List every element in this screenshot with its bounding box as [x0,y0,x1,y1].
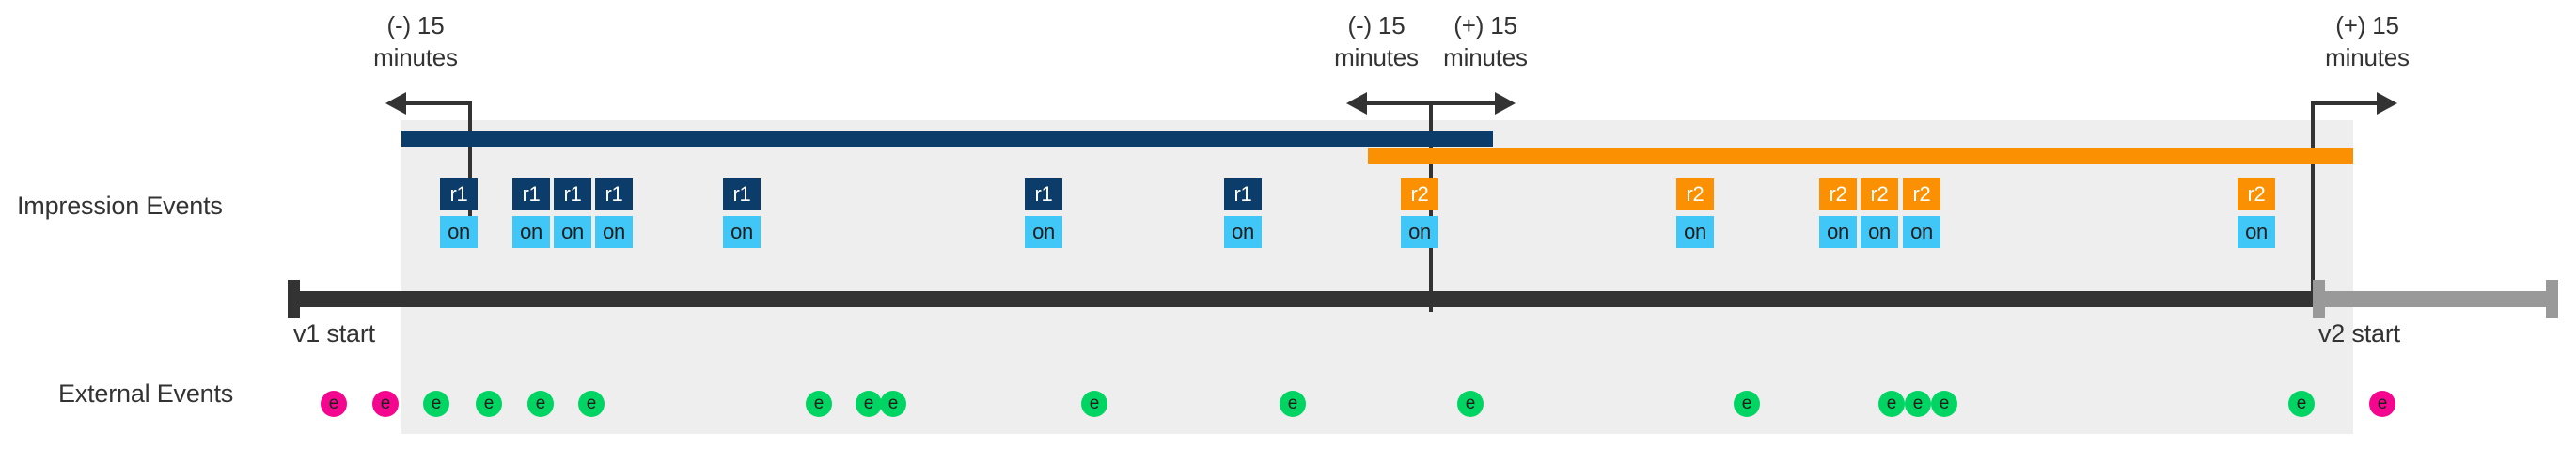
annotation-line2: minutes [2325,43,2410,71]
annotation-arrow-head [385,92,406,115]
range-bar-v1-attribution-window [401,131,1493,147]
annotation-arrow-head [1346,92,1367,115]
annotation-minus-15-left: (-) 15 minutes [312,9,519,73]
timeline-v1-cap [288,280,300,318]
external-event-dot: e [2288,391,2315,417]
external-event-dot: e [2369,391,2395,417]
external-event-dot: e [321,391,347,417]
impression-badge-variant: r1 [595,178,633,210]
tick-line-v2-start-line [2311,101,2315,293]
external-event-dot: e [1878,391,1905,417]
impression-badge-variant: r2 [1819,178,1857,210]
annotation-line2: minutes [1334,43,1419,71]
timeline-v2-cap [2546,280,2558,318]
impression-badge-state: on [1903,216,1940,248]
external-event-dot: e [1905,391,1931,417]
external-event-dot: e [880,391,906,417]
annotation-line1: (-) 15 [1347,11,1406,39]
external-event-dot: e [1280,391,1306,417]
timeline-v2-bar [2313,291,2558,307]
experiment-window-band [401,120,2353,434]
external-event-dot: e [423,391,449,417]
impression-badge-state: on [1025,216,1062,248]
external-event-dot: e [1081,391,1107,417]
impression-badge-variant: r2 [1861,178,1898,210]
annotation-plus-15-right: (+) 15 minutes [2264,9,2471,73]
tick-line-v1-window-start-tick [468,101,472,246]
impression-badge-state: on [1861,216,1898,248]
row-label-impression-events: Impression Events [17,192,223,220]
annotation-line2: minutes [373,43,458,71]
annotation-line1: (+) 15 [1453,11,1517,39]
impression-badge-variant: r1 [1025,178,1062,210]
external-event-dot: e [476,391,502,417]
impression-badge-variant: r1 [440,178,478,210]
impression-badge-variant: r1 [1224,178,1262,210]
impression-badge-variant: r2 [1401,178,1438,210]
row-label-external-events: External Events [58,379,234,408]
annotation-arrow-head [2377,92,2397,115]
impression-badge-state: on [1401,216,1438,248]
external-event-dot: e [578,391,605,417]
impression-badge-state: on [512,216,550,248]
timeline-v1-label: v1 start [293,319,375,348]
impression-badge-state: on [440,216,478,248]
annotation-leader-line [1367,101,1431,105]
annotation-line1: (+) 15 [2335,11,2399,39]
annotation-arrow-head [1495,92,1516,115]
timeline-v1-bar [288,291,2313,307]
impression-badge-variant: r2 [1676,178,1714,210]
annotation-leader-line [1431,101,1495,105]
timeline-v2-label: v2 start [2318,319,2400,348]
impression-badge-state: on [1676,216,1714,248]
external-event-dot: e [372,391,399,417]
external-event-dot: e [856,391,882,417]
annotation-minus-15-mid: (-) 15 minutes [1273,9,1480,73]
annotation-plus-15-mid: (+) 15 minutes [1382,9,1589,73]
impression-badge-variant: r1 [723,178,761,210]
impression-badge-variant: r1 [554,178,591,210]
annotation-leader-line [406,101,470,105]
impression-badge-state: on [554,216,591,248]
external-event-dot: e [1931,391,1957,417]
annotation-line1: (-) 15 [386,11,445,39]
impression-badge-variant: r2 [2238,178,2275,210]
impression-badge-variant: r1 [512,178,550,210]
range-bar-v2-attribution-window [1368,148,2353,164]
external-event-dot: e [1457,391,1484,417]
annotation-leader-line [2313,101,2377,105]
impression-badge-variant: r2 [1903,178,1940,210]
impression-badge-state: on [2238,216,2275,248]
annotation-line2: minutes [1443,43,1528,71]
timeline-v2-cap [2313,280,2325,318]
impression-badge-state: on [723,216,761,248]
external-event-dot: e [806,391,832,417]
impression-badge-state: on [1819,216,1857,248]
impression-badge-state: on [1224,216,1262,248]
impression-badge-state: on [595,216,633,248]
external-event-dot: e [527,391,554,417]
external-event-dot: e [1734,391,1760,417]
